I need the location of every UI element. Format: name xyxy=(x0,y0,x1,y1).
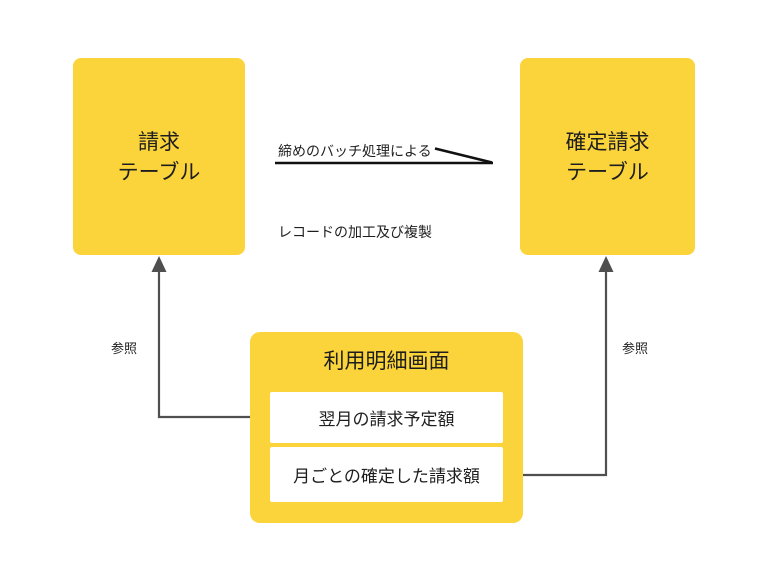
node-billing-table-label: 請求 テーブル xyxy=(118,127,201,187)
batch-arrow-label-line2: レコードの加工及び複製 xyxy=(278,225,432,241)
label-line: 確定請求 xyxy=(565,129,650,154)
node-billing-table: 請求 テーブル xyxy=(73,58,245,255)
usage-detail-row-next-month: 翌月の請求予定額 xyxy=(270,392,503,443)
label-line: 請求 xyxy=(138,129,180,154)
batch-arrow-label-line1: 締めのバッチ処理による xyxy=(278,144,432,160)
usage-detail-row-monthly-confirmed: 月ごとの確定した請求額 xyxy=(270,447,503,502)
label-line: テーブル xyxy=(117,159,201,184)
node-usage-detail-screen: 利用明細画面 翌月の請求予定額 月ごとの確定した請求額 xyxy=(250,332,523,523)
node-confirmed-billing-table: 確定請求 テーブル xyxy=(520,58,695,255)
batch-arrow-label: 締めのバッチ処理による レコードの加工及び複製 xyxy=(278,85,432,301)
label-line: テーブル xyxy=(566,159,649,184)
node-confirmed-billing-table-label: 確定請求 テーブル xyxy=(566,127,650,187)
ref-left-label: 参照 xyxy=(111,342,138,357)
usage-detail-screen-title: 利用明細画面 xyxy=(323,349,450,373)
ref-right-label: 参照 xyxy=(622,342,649,357)
